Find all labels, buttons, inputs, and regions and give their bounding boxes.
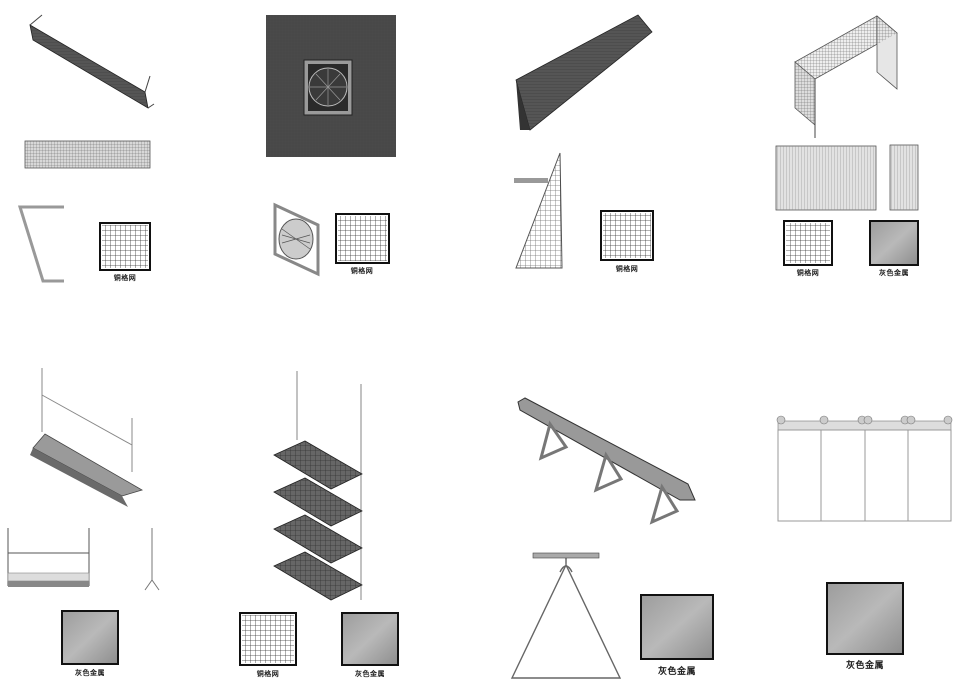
label-gray-metal-3: 灰色金属 [355, 670, 385, 678]
swatch-copper-grid-3 [600, 210, 654, 261]
cell-2-frame-axon [273, 202, 320, 277]
label-copper-grid-1: 铜格网 [113, 274, 137, 282]
swatch-gray-metal-1 [869, 220, 919, 266]
label-copper-grid-3: 铜格网 [615, 265, 639, 273]
label-copper-grid-4: 铜格网 [796, 269, 820, 277]
cell-8-sliding-panels [776, 415, 953, 522]
cell-7-bench-axon [517, 397, 696, 525]
swatch-copper-grid-2 [335, 213, 390, 264]
cell-4-mesh-box-axon [794, 15, 898, 138]
cell-1-elevation [24, 140, 151, 169]
cell-4-elevations [775, 144, 919, 211]
label-gray-metal-4: 灰色金属 [657, 667, 697, 677]
cell-3-mesh-wedge [515, 14, 653, 131]
swatch-gray-metal-5 [826, 582, 904, 655]
cell-3-section-grid [514, 152, 563, 269]
swatch-gray-metal-2 [61, 610, 119, 665]
label-gray-metal-1: 灰色金属 [879, 269, 909, 277]
swatch-gray-metal-3 [341, 612, 399, 666]
cell-5-hanging-planter-axon [30, 368, 144, 507]
label-copper-grid-2: 铜格网 [350, 267, 374, 275]
label-gray-metal-5: 灰色金属 [845, 661, 885, 671]
swatch-copper-grid-1 [99, 222, 151, 271]
label-gray-metal-2: 灰色金属 [75, 669, 105, 677]
swatch-copper-grid-5 [239, 612, 297, 666]
cell-5-elevations [7, 528, 160, 591]
swatch-copper-grid-4 [783, 220, 833, 266]
cell-1-angled-mesh-canopy [29, 14, 155, 109]
cell-2-wall-photo [266, 15, 396, 157]
label-copper-grid-5: 铜格网 [256, 670, 280, 678]
cell-7-bench-section [510, 552, 622, 679]
cell-1-section [17, 205, 64, 283]
swatch-gray-metal-4 [640, 594, 714, 660]
cell-6-grated-shelves [273, 371, 363, 601]
